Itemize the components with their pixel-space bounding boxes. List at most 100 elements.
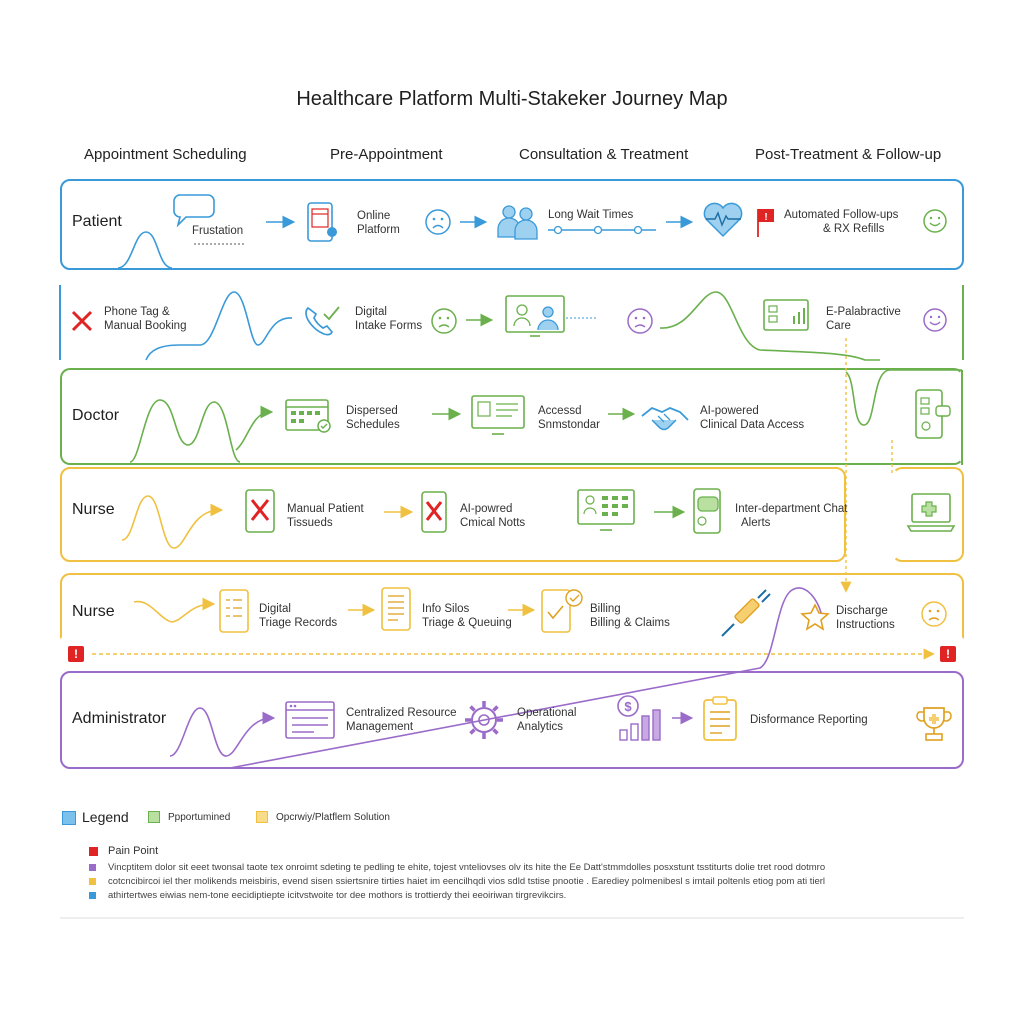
warning-flag-icon: ! (757, 209, 774, 237)
tablet-document-icon (381, 587, 411, 631)
text-long-wait-times: Long Wait Times (548, 209, 634, 221)
tablet-list-icon (219, 589, 249, 633)
phase-appointment-scheduling: Appointment Scheduling (84, 146, 247, 163)
text-palliative-1: E-Palabractive (826, 306, 901, 318)
text-triage-1: Digital (259, 603, 291, 615)
browser-window-icon (285, 701, 335, 739)
phone-check-icon (305, 306, 340, 336)
text-info-silos-2: Triage & Queuing (422, 617, 512, 629)
heartbeat-icon (703, 202, 743, 238)
legend-note-2: cotcncibircoi iel ther molikends meisbir… (108, 876, 826, 887)
lane-nurse-1 (60, 467, 846, 562)
legend-bullet-purple (89, 864, 96, 871)
text-dispersed-1: Dispersed (346, 405, 398, 417)
text-digital-intake-2: Intake Forms (355, 320, 423, 332)
text-online-platform-1: Online (357, 210, 391, 222)
text-centralized-2: Management (346, 721, 414, 733)
mobile-chat-icon (693, 488, 721, 534)
text-info-silos-1: Info Silos (422, 603, 470, 615)
text-billing-1: Billing (590, 603, 621, 615)
text-manual-patient-1: Manual Patient (287, 503, 364, 515)
laptop-medical-icon (906, 493, 956, 532)
dollar-bar-chart-icon: $ (617, 695, 661, 741)
legend-swatch-green (148, 811, 160, 823)
text-access-1: Accessd (538, 405, 582, 417)
dashboard-chart-icon (763, 299, 809, 331)
text-ai-data-2: Clinical Data Access (700, 419, 805, 431)
legend-bullet-yellow (89, 878, 96, 885)
legend-solution: Opcrwiy/Platflem Solution (276, 812, 390, 823)
text-analytics-2: Analytics (517, 721, 564, 733)
text-centralized-1: Centralized Resource (346, 707, 457, 719)
neutral-sad-face-icon (431, 308, 457, 334)
text-analytics-1: Operational (517, 707, 577, 719)
text-automated-followups-1: Automated Follow-ups (784, 209, 899, 221)
pain-point-badge-right: ! (940, 646, 956, 662)
text-ai-data-1: AI-powered (700, 405, 759, 417)
people-icon (497, 205, 538, 240)
phase-consultation-treatment: Consultation & Treatment (519, 146, 689, 163)
lane-patient (60, 179, 964, 270)
happy-face-icon (923, 209, 947, 233)
mobile-calendar-icon (307, 202, 337, 242)
text-palliative-2: Care (826, 320, 851, 332)
text-digital-intake-1: Digital (355, 306, 387, 318)
legend-note-3: athirtertwes eiwias nem-tone eecidiptiep… (108, 890, 567, 901)
lane-label-nurse-2: Nurse (72, 603, 115, 620)
text-manual-patient-2: Tissueds (287, 517, 333, 529)
sad-face-icon (425, 209, 451, 235)
svg-text:$: $ (624, 699, 632, 714)
text-ai-notes-1: AI-powred (460, 503, 513, 515)
red-x-icon (71, 310, 93, 332)
lane-administrator (60, 671, 964, 769)
purple-happy-face-icon (923, 308, 947, 332)
legend-note-1: Vincptitem dolor sit eeet twonsal taote … (108, 862, 826, 873)
text-automated-followups-2: & RX Refills (823, 223, 885, 235)
lane-label-administrator: Administrator (72, 710, 167, 727)
legend-swatch-red (89, 847, 98, 856)
monitor-records-icon (577, 489, 635, 531)
star-icon (800, 603, 830, 631)
yellow-sad-face-icon (921, 601, 947, 627)
text-chat-1: Inter-department Chat (735, 503, 848, 515)
legend-opportunity: Ppportumined (168, 812, 231, 823)
clipboard-report-icon (703, 696, 737, 741)
page-title: Healthcare Platform Multi-Stakeker Journ… (296, 88, 728, 110)
lane-doctor (60, 368, 964, 465)
tablet-x-icon (245, 489, 275, 533)
lane-nurse-2 (60, 573, 964, 639)
text-phone-tag-2: Manual Booking (104, 320, 187, 332)
speech-bubble-icon (173, 194, 215, 227)
handshake-icon (641, 406, 689, 431)
purple-sad-face-icon (627, 308, 653, 334)
trophy-icon (916, 707, 952, 741)
text-ai-notes-2: Cmical Notts (460, 517, 526, 529)
telehealth-screen-icon (505, 295, 565, 337)
text-access-2: Snmstondar (538, 419, 601, 431)
legend-title: Legend (82, 809, 129, 825)
text-online-platform-2: Platform (357, 224, 400, 236)
legend-pain-point: Pain Point (108, 845, 159, 857)
text-discharge-2: Instructions (836, 619, 895, 631)
legend-bullet-blue (89, 892, 96, 899)
pain-point-badge-left: ! (68, 646, 84, 662)
lane-label-doctor: Doctor (72, 407, 120, 424)
text-billing-2: Billing & Claims (590, 617, 670, 629)
tablet-chat-icon (915, 389, 951, 439)
text-phone-tag-1: Phone Tag & (104, 306, 170, 318)
mobile-billing-icon (541, 589, 583, 633)
monitor-profile-icon (471, 395, 525, 435)
calendar-check-icon (285, 399, 331, 433)
gear-icon (465, 701, 503, 739)
text-triage-2: Triage Records (259, 617, 338, 629)
text-frustration: Frustation (192, 225, 244, 237)
text-discharge-1: Discharge (836, 605, 888, 617)
legend-swatch-blue (62, 811, 76, 825)
text-reporting: Disformance Reporting (750, 714, 868, 726)
text-chat-2: Alerts (741, 517, 771, 529)
lane-label-nurse-1: Nurse (72, 501, 115, 518)
lane-nurse-1-end (892, 467, 964, 562)
legend-swatch-yellow (256, 811, 268, 823)
phase-pre-appointment: Pre-Appointment (330, 146, 443, 163)
